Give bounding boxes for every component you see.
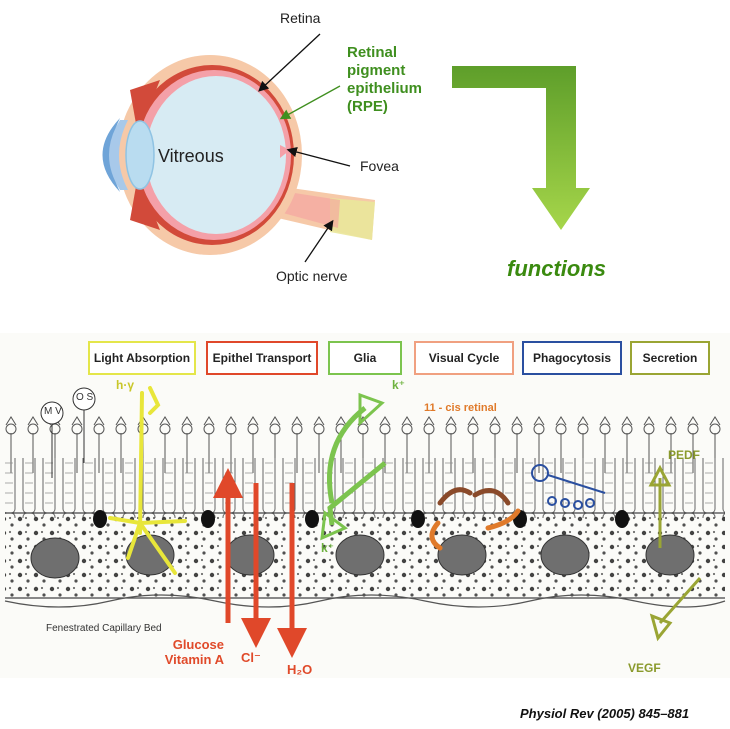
box-light-absorption: Light Absorption	[88, 341, 196, 375]
box-phagocytosis: Phagocytosis	[522, 341, 622, 375]
rpe-tissue	[4, 386, 726, 658]
box-secretion: Secretion	[630, 341, 710, 375]
vegf-label: VEGF	[628, 661, 661, 675]
fovea-pointer	[286, 146, 351, 167]
box-glia: Glia	[328, 341, 402, 375]
mv-label: M V	[44, 406, 62, 417]
h2o-label: H₂O	[287, 662, 313, 677]
eye-pointers	[258, 33, 351, 263]
hv-label: h·γ	[116, 378, 134, 392]
retina-label: Retina	[280, 10, 321, 26]
optic-nerve-label: Optic nerve	[276, 268, 348, 284]
box-epithel-transport: Epithel Transport	[206, 341, 318, 375]
box-visual-cycle: Visual Cycle	[414, 341, 514, 375]
pedf-label: PEDF	[668, 448, 701, 462]
functions-arrow	[452, 66, 590, 230]
eye-diagram	[102, 55, 375, 255]
rpe-pointer	[279, 85, 341, 120]
optic-nerve-pointer	[304, 219, 334, 263]
k-plus-bottom-label: k⁺	[321, 541, 335, 555]
fovea-label: Fovea	[360, 158, 399, 174]
rpe-label: Retinal pigment epithelium (RPE)	[347, 44, 423, 115]
capillary-bed-label: Fenestrated Capillary Bed	[46, 623, 162, 634]
cis-retinal-label: 11 - cis retinal	[424, 402, 497, 414]
functions-label: functions	[507, 256, 606, 281]
vitreous-label: Vitreous	[158, 146, 224, 166]
citation: Physiol Rev (2005) 845–881	[520, 706, 690, 721]
cl-label: Cl⁻	[241, 650, 261, 665]
os-label: O S	[76, 392, 94, 403]
glucose-vitamin-a-label: Glucose Vitamin A	[164, 637, 224, 667]
k-plus-top-label: k⁺	[392, 378, 406, 392]
retina-pointer	[258, 33, 321, 92]
